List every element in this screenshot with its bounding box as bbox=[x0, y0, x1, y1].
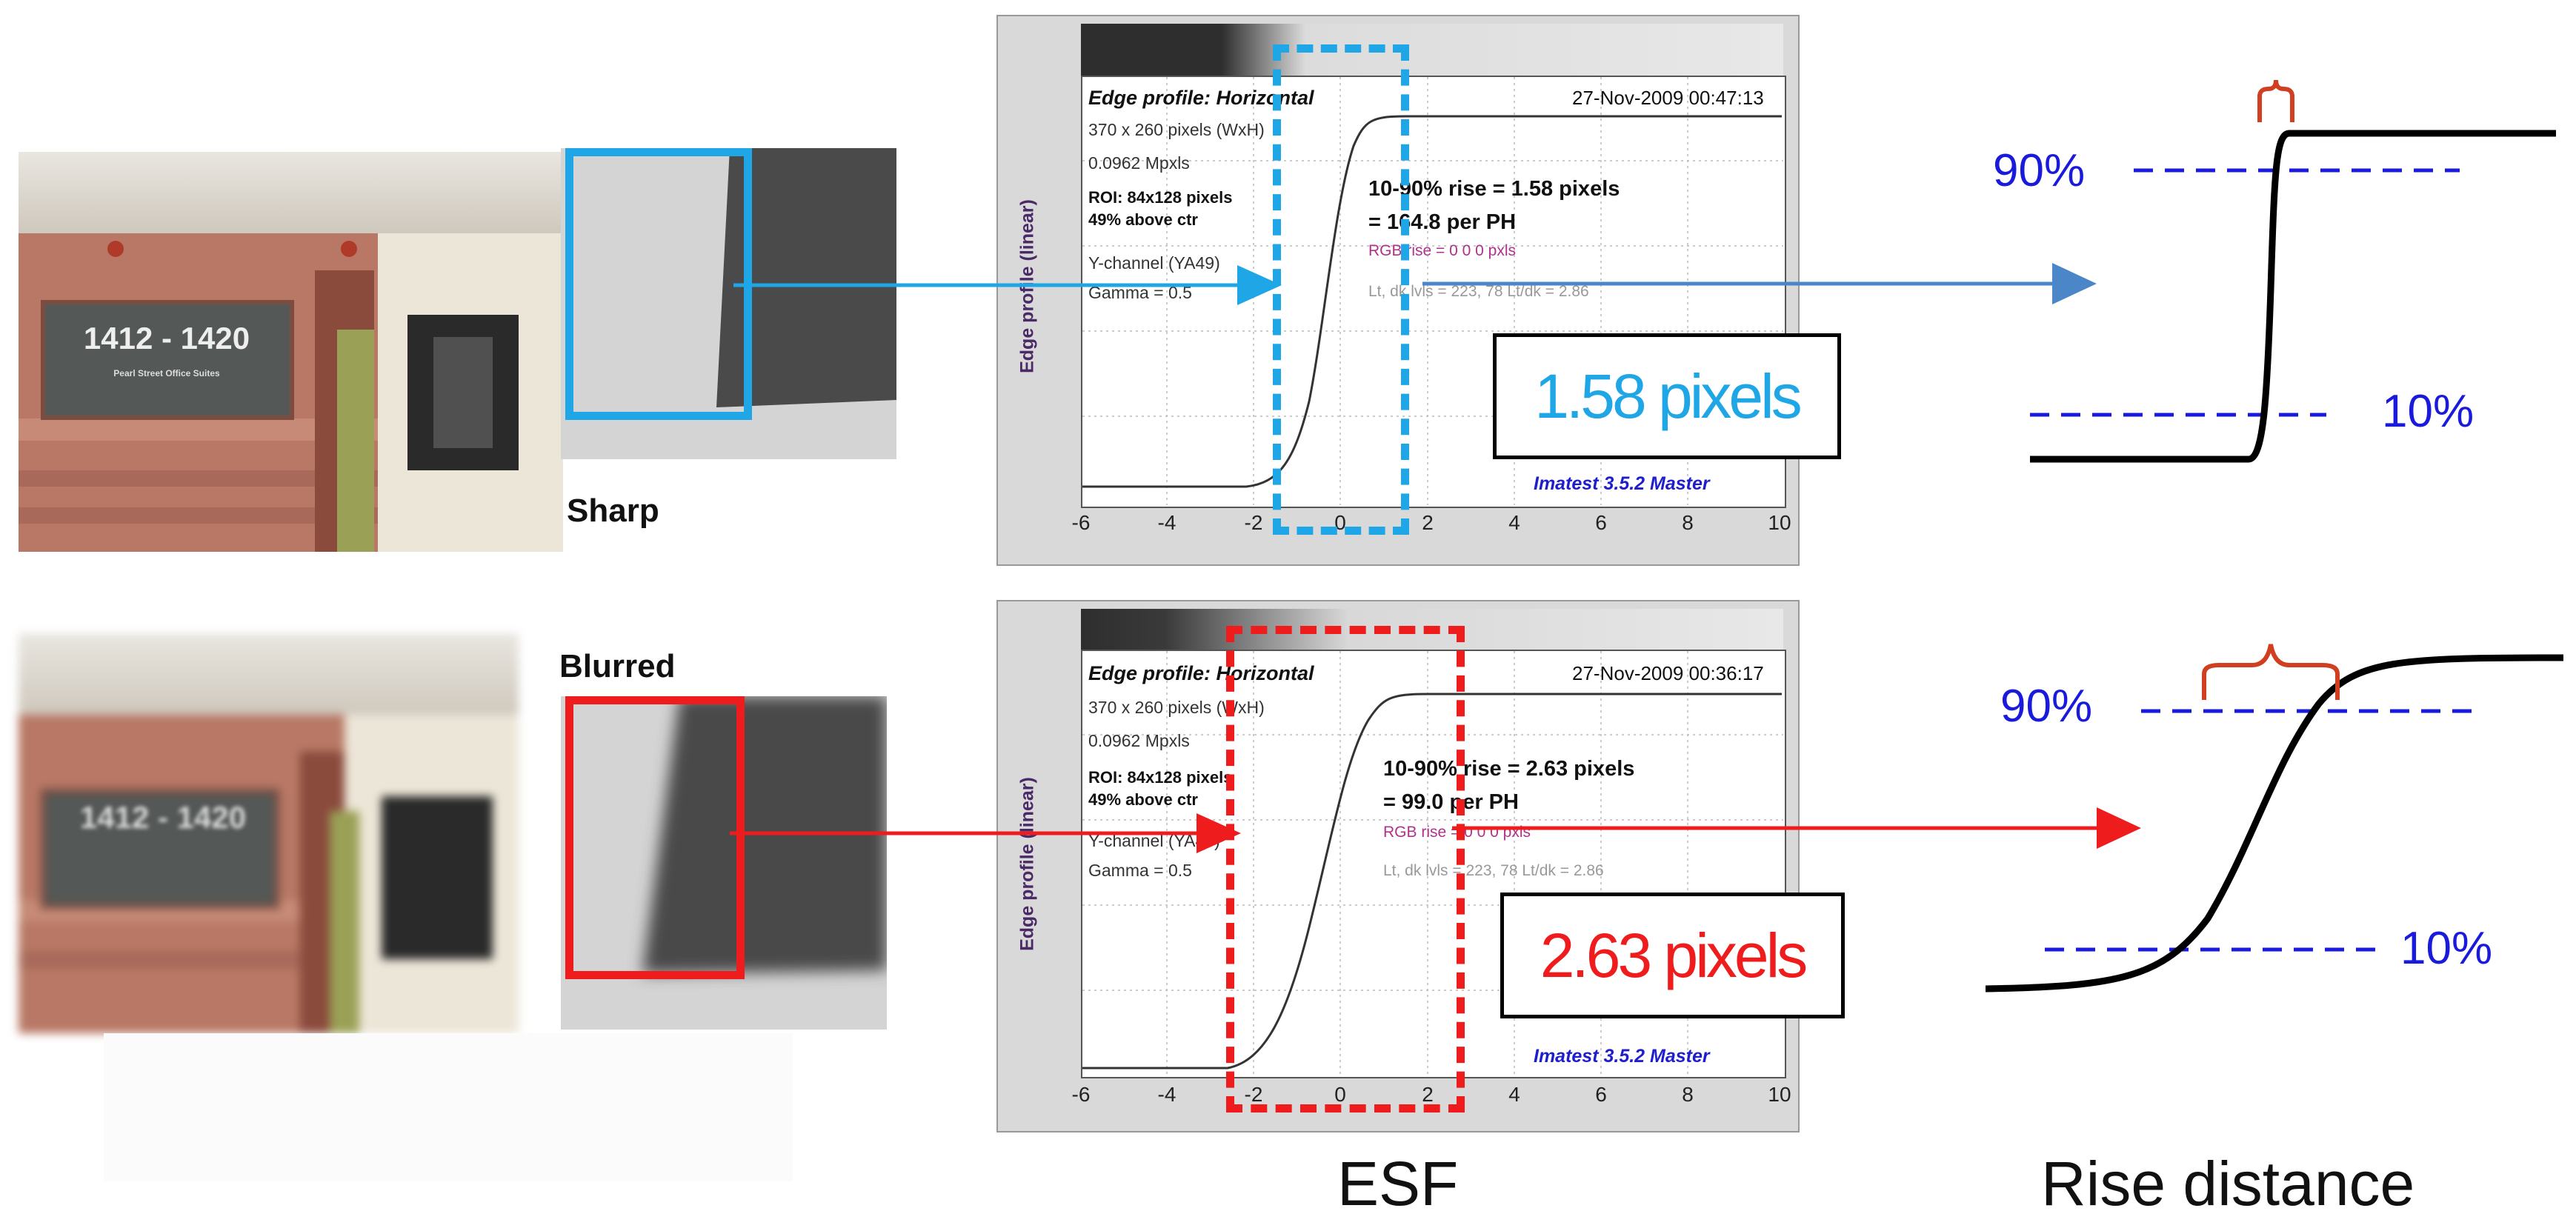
edge-crop-sharp bbox=[561, 148, 896, 459]
plot-xtick: 6 bbox=[1595, 1083, 1607, 1106]
plot-footer: Imatest 3.5.2 Master bbox=[1534, 1046, 1710, 1067]
plot-xtick: -2 bbox=[1244, 511, 1263, 534]
rise-value-label-sharp: 1.58 pixels bbox=[1493, 333, 1841, 459]
row-label-sharp: Sharp bbox=[567, 493, 659, 529]
plot-rise-text: 10-90% rise = 2.63 pixels bbox=[1383, 757, 1635, 781]
plot-rise-text: 10-90% rise = 1.58 pixels bbox=[1368, 177, 1620, 201]
plot-timestamp: 27-Nov-2009 00:36:17 bbox=[1572, 662, 1764, 684]
plot-footer: Imatest 3.5.2 Master bbox=[1534, 473, 1710, 494]
plot-xtick: -2 bbox=[1244, 1083, 1263, 1106]
plot-xtick: 8 bbox=[1682, 511, 1694, 534]
plot-title: Edge profile: Horizontal bbox=[1088, 662, 1314, 684]
plot-info-3: 49% above ctr bbox=[1088, 790, 1198, 809]
plot-xtick: 2 bbox=[1422, 511, 1434, 534]
arrowhead-crop-to-plot-sharp bbox=[1237, 265, 1282, 305]
edge-selection-box-blurred bbox=[565, 696, 745, 979]
row-label-blurred: Blurred bbox=[559, 648, 676, 684]
esf-plot-blurred: Edge profile: Horizontal 27-Nov-2009 00:… bbox=[996, 600, 1800, 1132]
plot-info-0: 370 x 260 pixels (WxH) bbox=[1088, 698, 1265, 717]
plot-lt-text: Lt, dk lvls = 223, 78 Lt/dk = 2.86 bbox=[1383, 862, 1604, 879]
rise-region-box-blurred bbox=[1226, 626, 1465, 1112]
caption-rise-distance: Rise distance bbox=[2041, 1149, 2415, 1218]
plot-lt-text: Lt, dk lvls = 223, 78 Lt/dk = 2.86 bbox=[1368, 283, 1589, 300]
rise-region-box-sharp bbox=[1273, 44, 1409, 535]
caption-esf: ESF bbox=[1337, 1149, 1459, 1218]
rise-schematic-sharp bbox=[2030, 79, 2556, 463]
photo-sign-sub: Pearl Street Office Suites bbox=[113, 368, 220, 378]
pct-10-blurred: 10% bbox=[2400, 923, 2493, 974]
plot-info-2: ROI: 84x128 pixels bbox=[1088, 768, 1233, 787]
arrowhead-plot-to-rise-sharp bbox=[2052, 263, 2097, 304]
plot-info-0: 370 x 260 pixels (WxH) bbox=[1088, 120, 1265, 139]
arrowhead-crop-to-plot-blurred bbox=[1197, 813, 1241, 853]
plot-xtick: 4 bbox=[1508, 1083, 1520, 1106]
arrowhead-plot-to-rise-blurred bbox=[2097, 807, 2141, 849]
photo-sign-number-blurred: 1412 - 1420 bbox=[79, 800, 247, 835]
plot-xtick: 6 bbox=[1595, 511, 1607, 534]
plot-info-1: 0.0962 Mpxls bbox=[1088, 153, 1190, 173]
plot-xtick: 2 bbox=[1422, 1083, 1434, 1106]
plot-info-5: Gamma = 0.5 bbox=[1088, 861, 1192, 880]
pct-90-blurred: 90% bbox=[2000, 681, 2093, 732]
plot-xtick: -4 bbox=[1157, 1083, 1176, 1106]
pct-10-sharp: 10% bbox=[2382, 386, 2475, 437]
plot-xtick: 0 bbox=[1334, 1083, 1346, 1106]
photo-sign-number: 1412 - 1420 bbox=[83, 321, 250, 356]
plot-info-1: 0.0962 Mpxls bbox=[1088, 731, 1190, 750]
plot-xtick: -6 bbox=[1071, 1083, 1091, 1106]
photo-blurred bbox=[19, 633, 519, 1033]
edge-crop-blurred bbox=[561, 696, 887, 1030]
plot-xtick: -4 bbox=[1157, 511, 1176, 534]
plot-xtick: 10 bbox=[1768, 1083, 1791, 1106]
plot-xtick: 4 bbox=[1508, 511, 1520, 534]
plot-ph-text: = 99.0 per PH bbox=[1383, 790, 1519, 814]
plot-xtick: -6 bbox=[1071, 511, 1091, 534]
plot-info-2: ROI: 84x128 pixels bbox=[1088, 188, 1233, 207]
rise-value-label-blurred: 2.63 pixels bbox=[1500, 893, 1845, 1018]
plot-xtick: 8 bbox=[1682, 1083, 1694, 1106]
plot-timestamp: 27-Nov-2009 00:47:13 bbox=[1572, 87, 1764, 109]
photo-sharp: 1412 - 1420 Pearl Street Office Suites bbox=[19, 152, 563, 552]
rise-schematic-blurred bbox=[1986, 644, 2564, 993]
pct-90-sharp: 90% bbox=[1993, 145, 2086, 196]
plot-info-4: Y-channel (YA49) bbox=[1088, 253, 1220, 273]
plot-info-3: 49% above ctr bbox=[1088, 210, 1198, 229]
photo-caption-area bbox=[104, 1033, 793, 1181]
plot-xtick: 10 bbox=[1768, 511, 1791, 534]
plot-ph-text: = 164.8 per PH bbox=[1368, 210, 1517, 234]
